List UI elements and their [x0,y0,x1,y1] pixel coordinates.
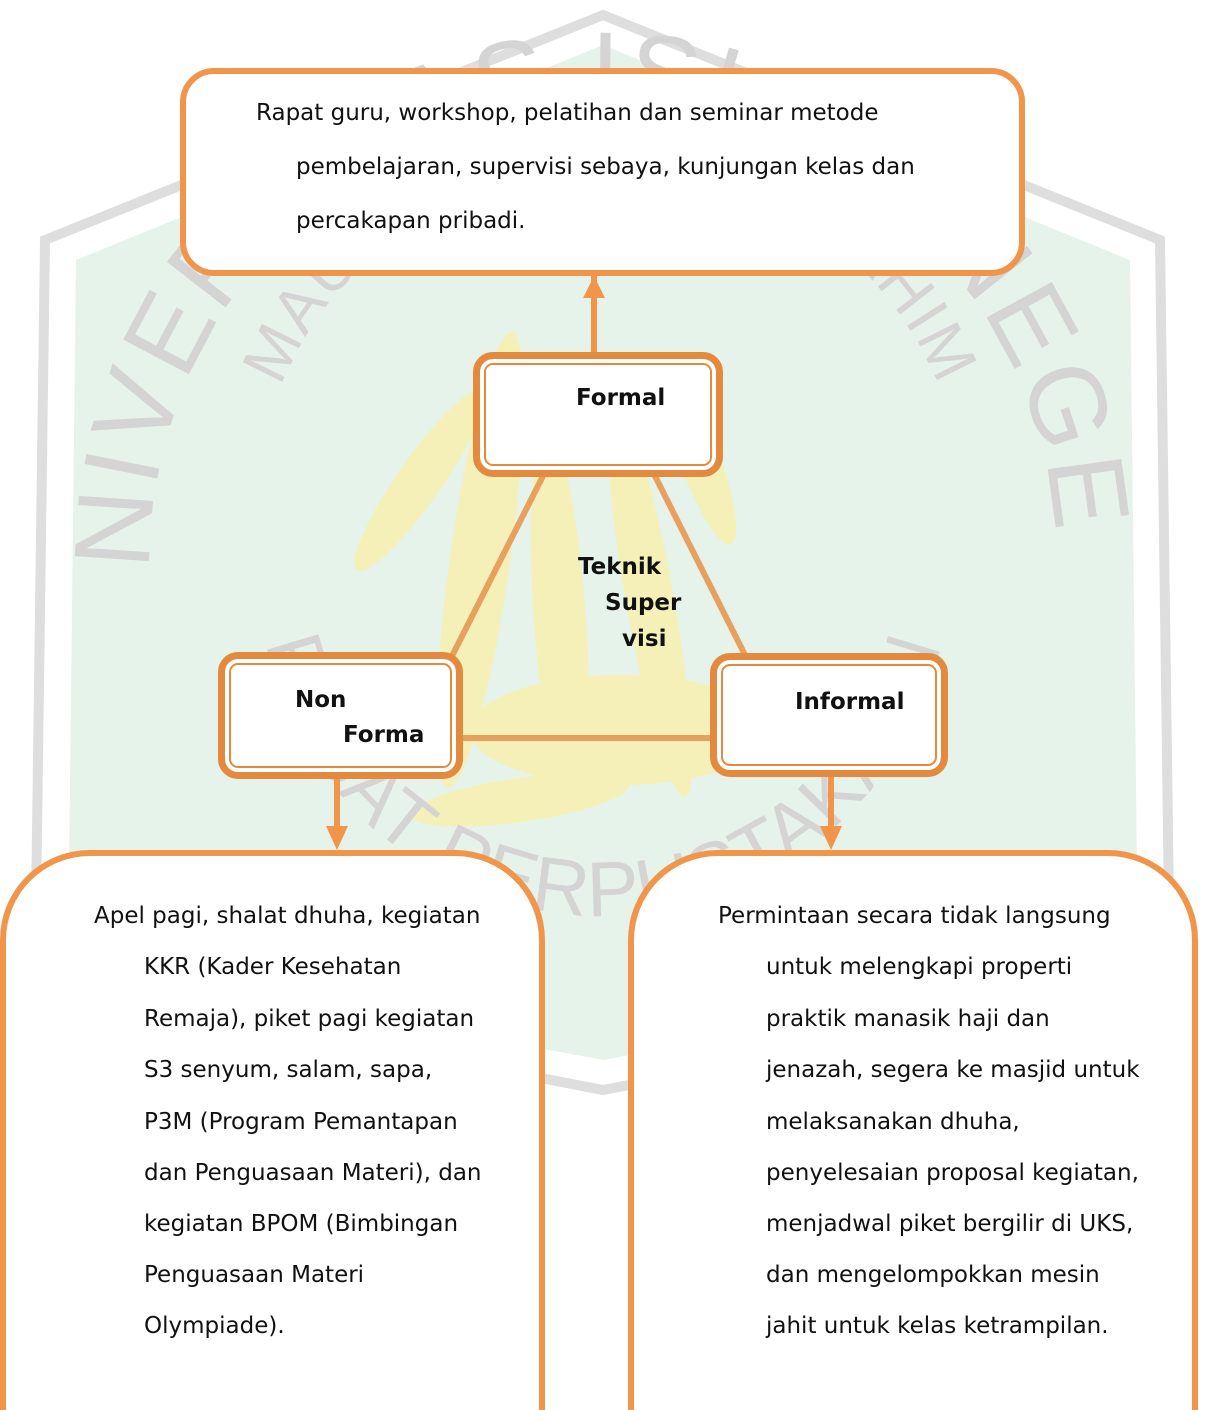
non-formal-examples-line-2: KKR (Kader Kesehatan [144,954,402,980]
center-label-line-2: Super [605,590,682,616]
formal-examples-line-1: Rapat guru, workshop, pelatihan dan semi… [256,100,879,126]
node-informal-label: Informal [795,689,905,715]
non-formal-examples-box: Apel pagi, shalat dhuha, kegiatan KKR (K… [0,850,545,1410]
arrowhead-nonformal-down [326,826,348,850]
arrowhead-informal-down [820,826,842,850]
formal-examples-box: Rapat guru, workshop, pelatihan dan semi… [180,68,1025,276]
informal-examples-line-7: menjadwal piket bergilir di UKS, [766,1211,1134,1237]
node-non-formal-label-line-2: Forma [343,722,425,748]
node-formal: Formal [473,352,723,477]
edge-formal-informal [652,474,748,657]
node-non-formal: Non Forma [218,652,463,779]
non-formal-examples-line-8: Penguasaan Materi [144,1262,365,1288]
node-non-formal-label-line-1: Non [295,687,347,713]
formal-examples-line-2: pembelajaran, supervisi sebaya, kunjunga… [296,154,915,180]
informal-examples-line-2: untuk melengkapi properti [766,954,1073,980]
edge-formal-nonformal [447,474,546,662]
non-formal-examples-line-4: S3 senyum, salam, sapa, [144,1057,433,1083]
informal-examples-line-6: penyelesaian proposal kegiatan, [766,1160,1139,1186]
non-formal-examples-line-5: P3M (Program Pemantapan [144,1109,458,1135]
non-formal-examples-line-1: Apel pagi, shalat dhuha, kegiatan [94,903,481,929]
non-formal-examples-line-7: kegiatan BPOM (Bimbingan [144,1211,459,1237]
non-formal-examples-line-6: dan Penguasaan Materi), dan [144,1160,482,1186]
informal-examples-line-4: jenazah, segera ke masjid untuk [766,1057,1140,1083]
informal-examples-box: Permintaan secara tidak langsung untuk m… [628,850,1198,1410]
node-formal-label: Formal [576,385,666,411]
arrowhead-formal-up [583,276,605,298]
informal-examples-line-9: jahit untuk kelas ketrampilan. [766,1313,1109,1339]
formal-examples-line-3: percakapan pribadi. [296,208,526,234]
informal-examples-line-5: melaksanakan dhuha, [766,1109,1020,1135]
center-label-line-3: visi [622,626,667,652]
informal-examples-line-3: praktik manasik haji dan [766,1006,1050,1032]
informal-examples-line-8: dan mengelompokkan mesin [766,1262,1100,1288]
non-formal-examples-line-3: Remaja), piket pagi kegiatan [144,1006,475,1032]
node-informal: Informal [710,653,948,777]
non-formal-examples-line-9: Olympiade). [144,1313,285,1339]
informal-examples-line-1: Permintaan secara tidak langsung [718,903,1111,929]
center-label-line-1: Teknik [578,554,662,580]
